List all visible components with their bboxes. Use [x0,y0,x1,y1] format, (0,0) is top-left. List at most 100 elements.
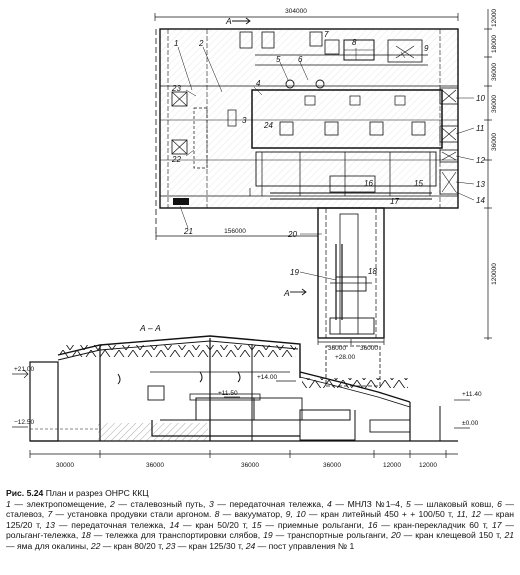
plan-dimension-right-6: 120000 [491,263,498,285]
legend-item: 17 — рольганг-тележка, [6,520,514,541]
section-dim-2: 36000 [146,462,164,469]
legend-number: 9, 10 [285,509,306,520]
section-dim-6: 12000 [419,462,437,469]
callout-14: 14 [476,196,485,205]
callout-20: 20 [287,230,297,239]
legend-item: 13 — передаточная тележка, [45,520,169,530]
level-roof: +21.00 [14,366,34,373]
legend-item: 21 — яма для окалины, [6,530,514,551]
legend-text: — кран литейный 450 + + 100/50 т, [305,509,457,520]
level-top: +28.00 [335,354,355,361]
legend-number: 24 [245,540,256,551]
callout-8: 8 [352,38,357,47]
level-crane-rail: +14.00 [257,374,277,381]
legend-text: — кран 50/20 т, [179,519,252,530]
legend-number: 15 [251,519,262,530]
legend-text: — кран 125/30 т, [175,540,246,551]
section-marker-bottom: А [283,288,290,298]
legend-number: 11, 12 [456,509,481,520]
legend-item: 24 — пост управления № 1 [246,541,355,551]
plan-dimension-right-2: 18000 [491,35,498,53]
level-annex: +11.40 [462,391,482,398]
legend-text: — кран-перекладчик 60 т, [377,519,492,530]
legend-number: 22 [90,540,101,551]
callout-23: 23 [171,84,181,93]
legend-number: 5 [406,498,411,509]
callout-19: 19 [290,268,299,277]
level-floor: ±0.00 [462,420,479,427]
legend-item: 9, 10 — кран литейный 450 + + 100/50 т, [286,509,457,519]
legend-number: 21 [504,530,514,541]
callout-6: 6 [298,55,303,64]
callout-2: 2 [198,39,204,48]
legend-text: — передаточная тележка, [213,498,328,509]
callout-3: 3 [242,116,247,125]
legend-item: 5 — шлаковый ковш, [406,499,497,509]
callout-1: 1 [174,39,178,48]
legend-number: 17 [491,519,502,530]
legend-text: — рольганг-тележка, [6,519,514,541]
plan-dimension-right-3: 36000 [491,63,498,81]
plan-dimension-bottom: 156000 [224,228,246,235]
plan-dimension-right-5: 36000 [491,133,498,151]
legend-item: 19 — транспортные рольганги, [263,530,391,540]
legend-number: 13 [45,519,55,530]
callout-16: 16 [364,179,373,188]
legend-number: 3 [208,498,214,509]
legend-text: — передаточная тележка, [54,519,170,530]
plan-dimension-right-4: 36000 [491,95,498,113]
legend-item: 14 — кран 50/20 т, [169,520,251,530]
level-platform: +11.50 [218,390,238,397]
legend-text: — яма для окалины, [6,540,91,551]
section-dim-4: 36000 [323,462,341,469]
legend-item: 20 — кран клещевой 150 т, [391,530,504,540]
legend-item: 16 — кран-перекладчик 60 т, [368,520,492,530]
legend-number: 19 [263,530,273,541]
callout-22: 22 [171,155,181,164]
legend-number: 18 [81,530,91,541]
legend-text: — шлаковый ковш, [410,498,498,509]
callout-10: 10 [476,94,485,103]
legend-item: 2 — сталевозный путь, [110,499,209,509]
legend-number: 20 [391,530,401,541]
legend-item: 7 — установка продувки стали аргоном. [47,509,214,519]
legend-text: — пост управления № 1 [255,540,355,551]
callout-15: 15 [414,179,423,188]
plan-dimension-right-1: 12000 [491,9,498,27]
level-pit: −12.50 [14,419,34,426]
technical-drawing: 304000 156000 36000 36000 12000 18000 36… [12,8,498,469]
section-marker-top: А [225,16,232,26]
legend-number: 1 [6,498,11,509]
caption-subtitle: План и разрез ОНРС ККЦ [45,488,149,498]
legend-text: — вакууматор, [219,509,286,520]
caption-legend: 1 — электропомещение, 2 — сталевозный пу… [6,499,514,552]
legend-item: 1 — электропомещение, [6,499,110,509]
legend-number: 8 [214,509,220,520]
legend-number: 6 [497,498,502,509]
callout-11: 11 [476,124,484,133]
callout-9: 9 [424,44,429,53]
plan-view [154,9,492,345]
legend-number: 16 [367,519,378,530]
section-dim-1: 30000 [56,462,74,469]
legend-text: — электропомещение, [10,498,111,509]
legend-text: — кран клещевой 150 т, [400,530,505,541]
legend-number: 2 [110,498,115,509]
plan-labels: 304000 156000 36000 36000 12000 18000 36… [171,8,498,352]
legend-item: 22 — кран 80/20 т, [91,541,166,551]
callout-4: 4 [256,79,261,88]
legend-text: — МНЛЗ №1–4, [331,498,407,509]
branch-dimension-left: 36000 [328,345,346,352]
legend-item: 6 — сталевоз, [6,499,514,520]
section-title: А – А [139,323,161,333]
plan-dimension-top: 304000 [285,8,307,15]
caption-figure-number: Рис. 5.24 [6,488,44,498]
legend-text: — приемные рольганги, [261,519,368,530]
callout-7: 7 [324,30,329,39]
section-dim-5: 12000 [383,462,401,469]
legend-text: — сталевозный путь, [114,498,209,509]
caption-heading: Рис. 5.24 План и разрез ОНРС ККЦ [6,488,514,499]
legend-number: 23 [165,540,176,551]
legend-item: 8 — вакууматор, [215,509,286,519]
legend-item: 3 — передаточная тележка, [209,499,327,509]
